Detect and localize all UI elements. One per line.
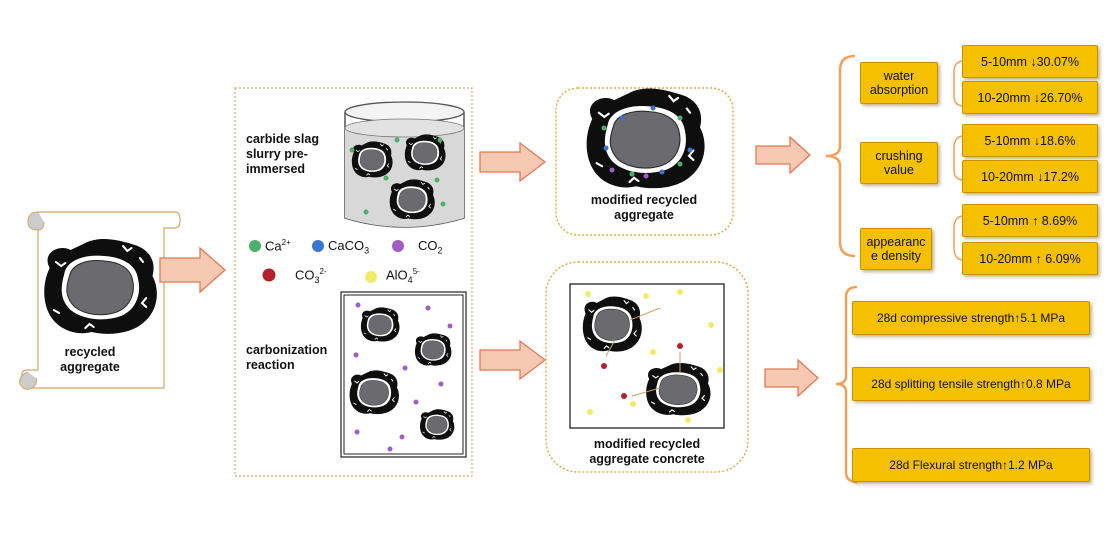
coating-particles	[601, 105, 693, 179]
ca-ion-dot	[249, 240, 261, 252]
recycled-aggregate-label: recycled aggregate	[60, 345, 120, 374]
modified-aggregate-label: modified recycled aggregate	[590, 193, 698, 222]
co3-particles	[601, 343, 683, 399]
co2-dot	[392, 240, 404, 252]
co3-ion-dot	[262, 268, 276, 282]
co3-ion-label: CO32-	[295, 267, 327, 285]
result-density-5-10: 5-10mm ↑ 8.69%	[962, 204, 1098, 237]
process-box	[234, 87, 473, 477]
alo4-ion-label: AlO45-	[386, 267, 420, 285]
arrow-to-modified-aggregate	[479, 141, 547, 183]
slurry-label: carbide slag slurry pre- immersed	[246, 132, 319, 176]
modified-concrete-label: modified recycled aggregate concrete	[589, 437, 705, 466]
strength-flexural: 28d Flexural strength↑1.2 MPa	[852, 448, 1090, 482]
result-water-5-10: 5-10mm ↓30.07%	[962, 45, 1098, 78]
arrow-to-strengths	[764, 358, 819, 398]
carbonization-label: carbonization reaction	[246, 343, 328, 372]
strengths-bracket	[835, 285, 858, 484]
recycled-aggregate-shape	[43, 237, 158, 335]
reaction-arrows	[605, 307, 681, 397]
co2-particles	[353, 302, 453, 452]
strength-compressive: 28d compressive strength↑5.1 MPa	[852, 301, 1090, 335]
arrow-to-properties	[755, 135, 811, 175]
ca-ion-label: Ca2+	[265, 238, 291, 254]
property-water-absorption: water absorption	[860, 62, 938, 104]
caco3-dot	[312, 240, 324, 252]
result-crushing-5-10: 5-10mm ↓18.6%	[962, 124, 1098, 157]
co2-label: CO2	[418, 238, 443, 256]
alo4-particles	[585, 289, 723, 423]
caco3-label: CaCO3	[328, 238, 370, 256]
properties-brace	[825, 54, 856, 258]
arrow-to-process	[159, 246, 226, 294]
result-density-10-20: 10-20mm ↑ 6.09%	[962, 242, 1098, 275]
result-crushing-10-20: 10-20mm ↓17.2%	[962, 160, 1098, 193]
alo4-ion-dot	[365, 271, 377, 283]
property-appearance-density: appearanc e density	[860, 228, 932, 270]
beaker-particles	[349, 137, 446, 215]
result-water-10-20: 10-20mm ↓26.70%	[962, 81, 1098, 114]
arrow-to-modified-concrete	[479, 339, 547, 381]
strength-splitting-tensile: 28d splitting tensile strength↑0.8 MPa	[852, 367, 1090, 401]
property-crushing-value: crushing value	[860, 142, 938, 184]
